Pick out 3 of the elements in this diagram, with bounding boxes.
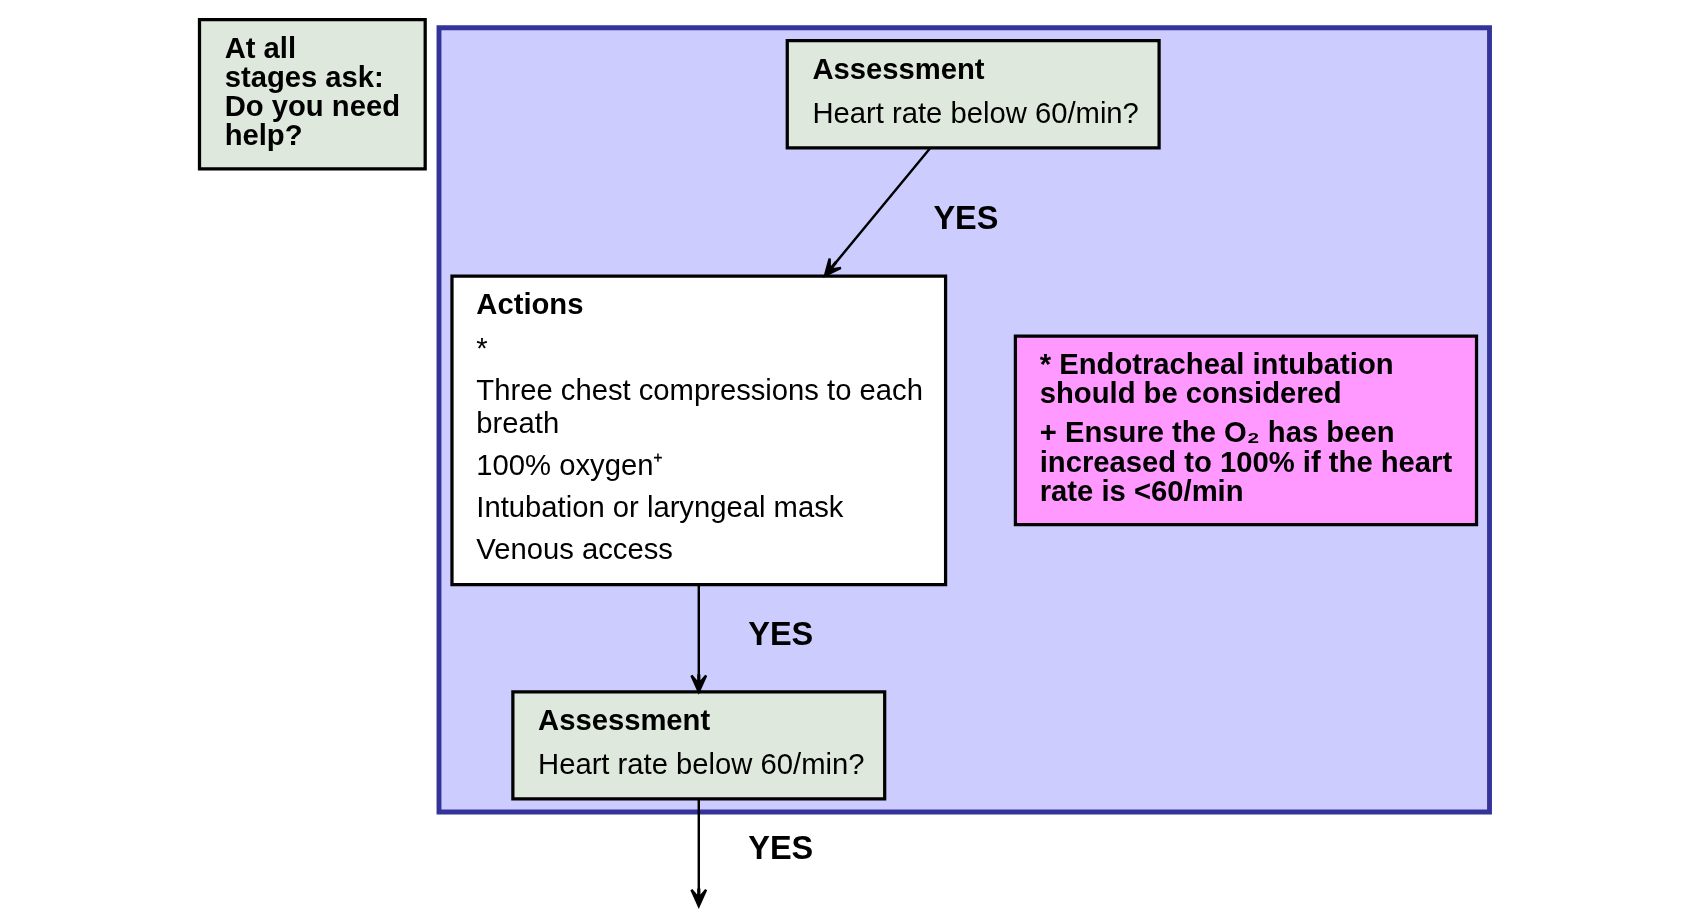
edge-label: YES — [748, 830, 814, 867]
edge-label: YES — [933, 200, 999, 237]
edge-label: YES — [748, 615, 814, 652]
